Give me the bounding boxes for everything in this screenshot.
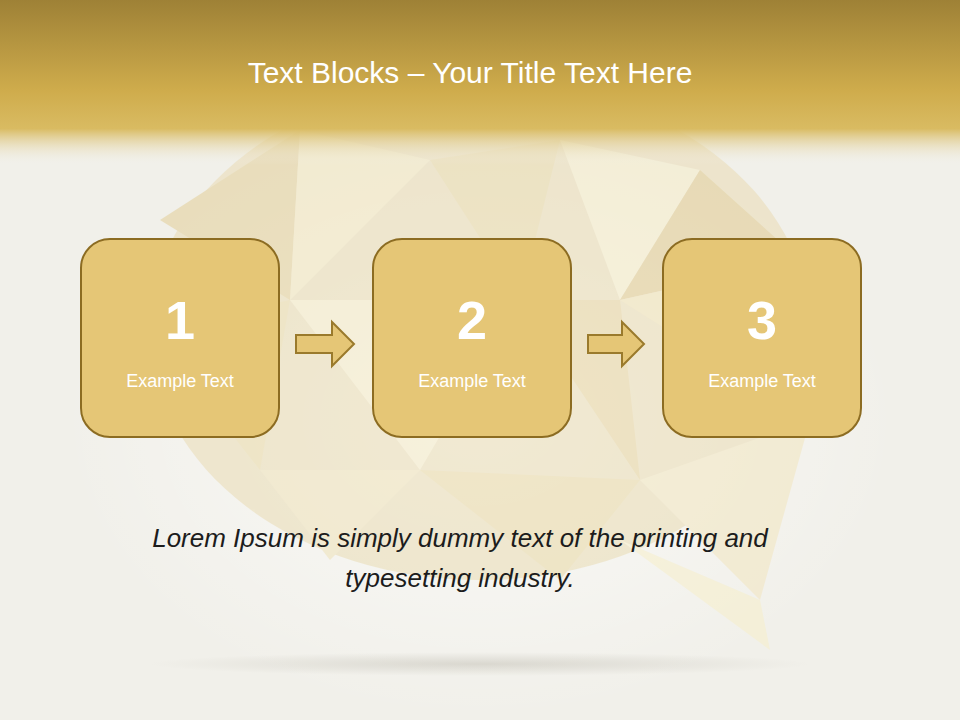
block-arrow	[296, 322, 354, 366]
step-number: 2	[457, 293, 487, 347]
step-label: Example Text	[418, 371, 526, 392]
step-label: Example Text	[708, 371, 816, 392]
floor-shadow	[150, 652, 810, 676]
header-band	[0, 0, 960, 165]
step-number: 1	[165, 293, 195, 347]
step-number: 3	[747, 293, 777, 347]
step-box: 3Example Text	[662, 238, 862, 438]
step-label: Example Text	[126, 371, 234, 392]
step-box: 1Example Text	[80, 238, 280, 438]
glow	[60, 120, 900, 720]
step-box: 2Example Text	[372, 238, 572, 438]
block-arrow	[588, 322, 644, 366]
slide-title: Text Blocks – Your Title Text Here	[0, 56, 940, 90]
caption-text: Lorem Ipsum is simply dummy text of the …	[135, 518, 785, 598]
